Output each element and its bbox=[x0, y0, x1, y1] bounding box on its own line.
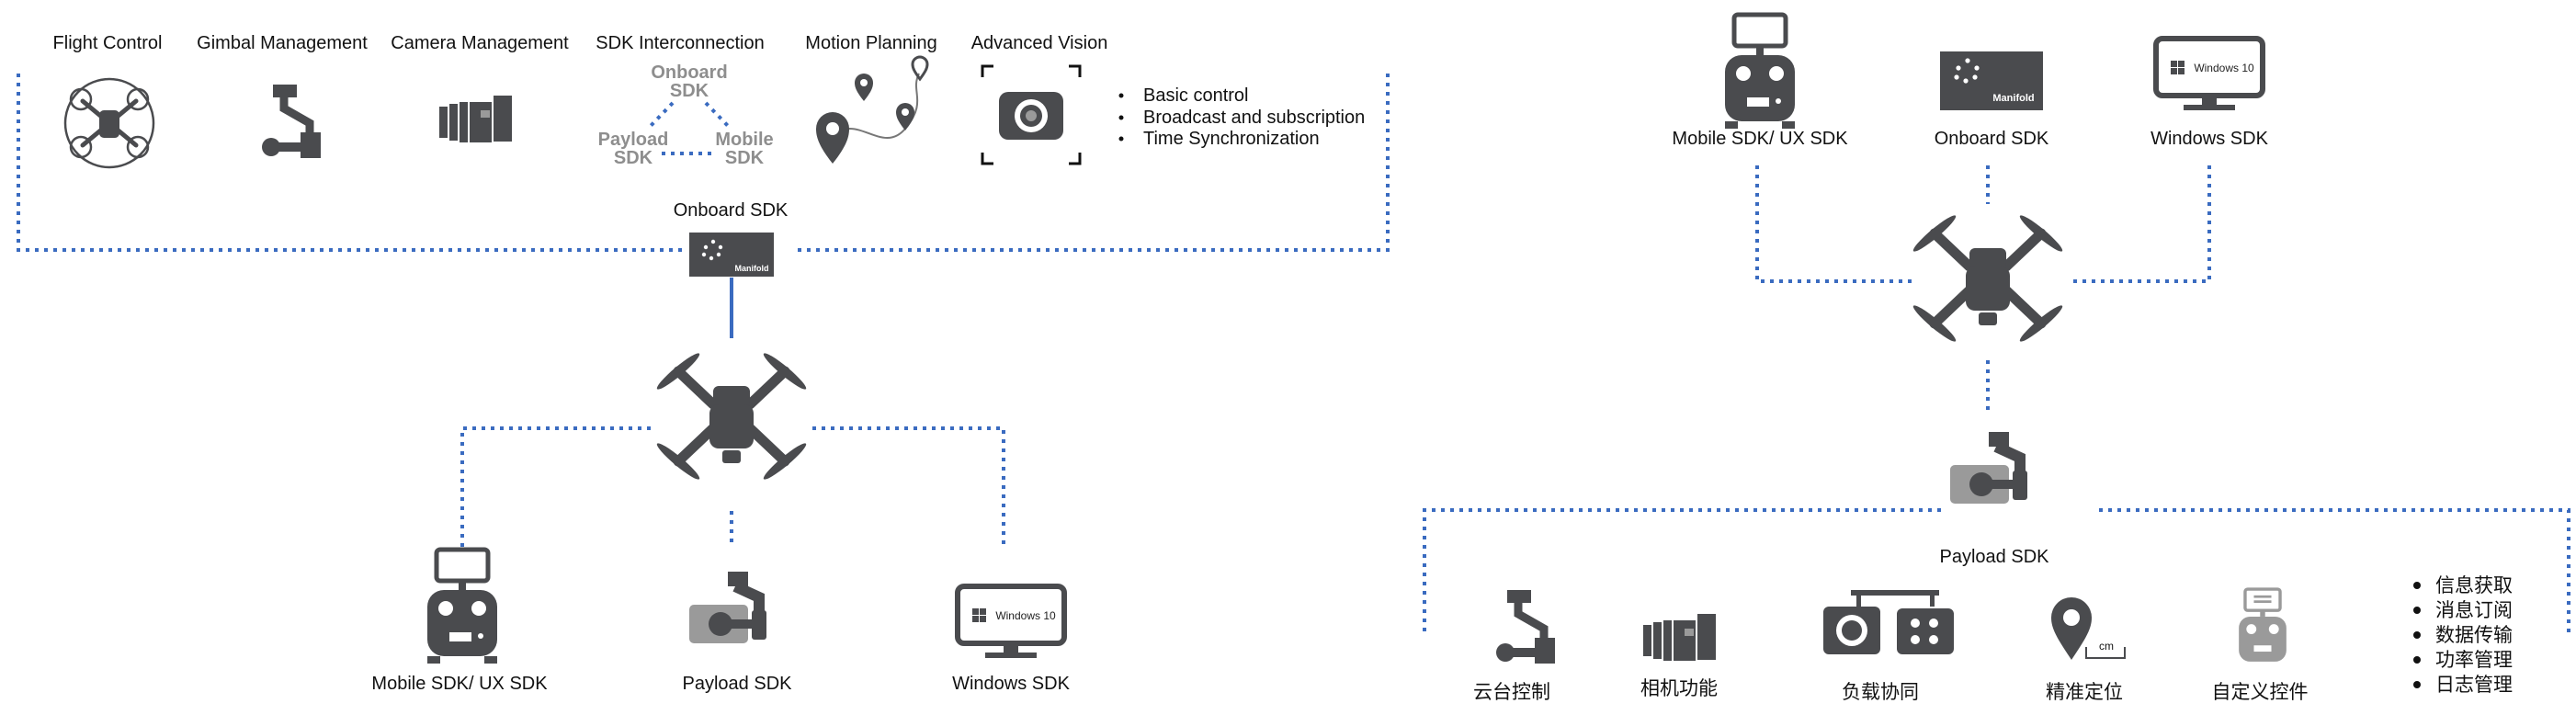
route-pins-icon bbox=[816, 55, 929, 164]
feature-camera-function-label: 相机功能 bbox=[1640, 678, 1718, 699]
left-mobile-sdk-label: Mobile SDK/ UX SDK bbox=[371, 674, 548, 694]
right-camera-icon bbox=[1643, 614, 1716, 661]
left-bullet-basic-control: Basic control bbox=[1143, 85, 1249, 106]
windows-monitor-icon: Windows 10 bbox=[958, 586, 1064, 658]
left-bullet-broadcast: Broadcast and subscription bbox=[1143, 108, 1365, 128]
cm-text: cm bbox=[2099, 640, 2114, 653]
left-windows-sdk-label: Windows SDK bbox=[952, 674, 1070, 694]
feature-motion-planning-label: Motion Planning bbox=[805, 33, 936, 53]
interconnect-payload-line2: SDK bbox=[614, 148, 653, 168]
right-windows-sdk-label: Windows SDK bbox=[2150, 129, 2268, 149]
left-top-connector bbox=[17, 74, 1390, 252]
interconnect-onboard-line1: Onboard bbox=[651, 62, 727, 83]
feature-custom-widget-label: 自定义控件 bbox=[2212, 682, 2309, 703]
right-bullet-4: 功率管理 bbox=[2435, 650, 2513, 671]
left-drone-icon bbox=[654, 350, 809, 482]
right-bottom-connector bbox=[1423, 508, 2570, 634]
drone-circle-icon bbox=[63, 77, 155, 169]
multi-payload-icon bbox=[1823, 590, 1954, 654]
vision-frame-icon bbox=[981, 64, 1082, 165]
right-gimbal-icon bbox=[1496, 590, 1555, 664]
remote-controller-icon bbox=[427, 550, 497, 664]
interconnect-mobile-line1: Mobile bbox=[715, 130, 773, 150]
left-manifold-text: Manifold bbox=[735, 264, 769, 273]
right-gimbal-camera-icon bbox=[1950, 432, 2027, 504]
camera-icon bbox=[439, 96, 512, 142]
right-remote-controller-icon bbox=[1725, 15, 1795, 129]
feature-precise-positioning-label: 精准定位 bbox=[2046, 682, 2123, 703]
right-bullet-1: 信息获取 bbox=[2435, 575, 2513, 596]
right-bullet-2: 消息订阅 bbox=[2435, 600, 2513, 621]
feature-sdk-interconnection-label: SDK Interconnection bbox=[596, 33, 764, 53]
right-bullet-5: 日志管理 bbox=[2435, 675, 2513, 696]
feature-gimbal-control-label: 云台控制 bbox=[1473, 682, 1550, 703]
right-manifold-text: Manifold bbox=[1992, 93, 2034, 104]
right-windows-text: Windows 10 bbox=[2194, 62, 2254, 74]
right-mobile-sdk-label: Mobile SDK/ UX SDK bbox=[1672, 129, 1848, 149]
left-diagram: Flight Control Gimbal Management Camera … bbox=[17, 33, 1390, 694]
right-bullet-3: 数据传输 bbox=[2435, 625, 2513, 646]
left-bullet-list: Basic control Broadcast and subscription… bbox=[1118, 85, 1365, 149]
custom-widget-icon bbox=[2239, 587, 2287, 662]
right-payload-sdk-label: Payload SDK bbox=[1940, 547, 2050, 567]
left-windows-text: Windows 10 bbox=[995, 609, 1056, 622]
gimbal-camera-icon bbox=[689, 572, 766, 643]
interconnect-onboard-line2: SDK bbox=[670, 81, 709, 101]
left-bullet-time-sync: Time Synchronization bbox=[1143, 129, 1320, 149]
right-drone-icon bbox=[1911, 212, 2065, 345]
feature-payload-collab-label: 负载协同 bbox=[1842, 682, 1919, 703]
sdk-interconnection-icon: Onboard SDK Payload SDK Mobile SDK bbox=[598, 62, 774, 168]
right-top-connectors bbox=[1755, 165, 2211, 412]
right-onboard-sdk-label: Onboard SDK bbox=[1935, 129, 2049, 149]
left-payload-sdk-label: Payload SDK bbox=[683, 674, 793, 694]
right-diagram: Manifold Windows 10 Mobile SDK/ UX SDK O… bbox=[1423, 15, 2570, 703]
right-bullet-list: 信息获取 消息订阅 数据传输 功率管理 日志管理 bbox=[2413, 575, 2513, 696]
right-manifold-icon: Manifold bbox=[1940, 51, 2043, 110]
feature-gimbal-management-label: Gimbal Management bbox=[197, 33, 368, 53]
left-bottom-connectors bbox=[460, 426, 1005, 548]
left-onboard-sdk-label: Onboard SDK bbox=[674, 200, 789, 221]
feature-flight-control-label: Flight Control bbox=[53, 33, 163, 53]
location-pin-icon: cm bbox=[2051, 597, 2126, 660]
interconnect-payload-line1: Payload bbox=[598, 130, 669, 150]
interconnect-mobile-line2: SDK bbox=[725, 148, 765, 168]
left-manifold-icon: Manifold bbox=[689, 233, 774, 277]
gimbal-icon bbox=[262, 85, 321, 158]
feature-camera-management-label: Camera Management bbox=[391, 33, 569, 53]
feature-advanced-vision-label: Advanced Vision bbox=[971, 33, 1108, 53]
right-windows-monitor-icon: Windows 10 bbox=[2156, 39, 2263, 110]
